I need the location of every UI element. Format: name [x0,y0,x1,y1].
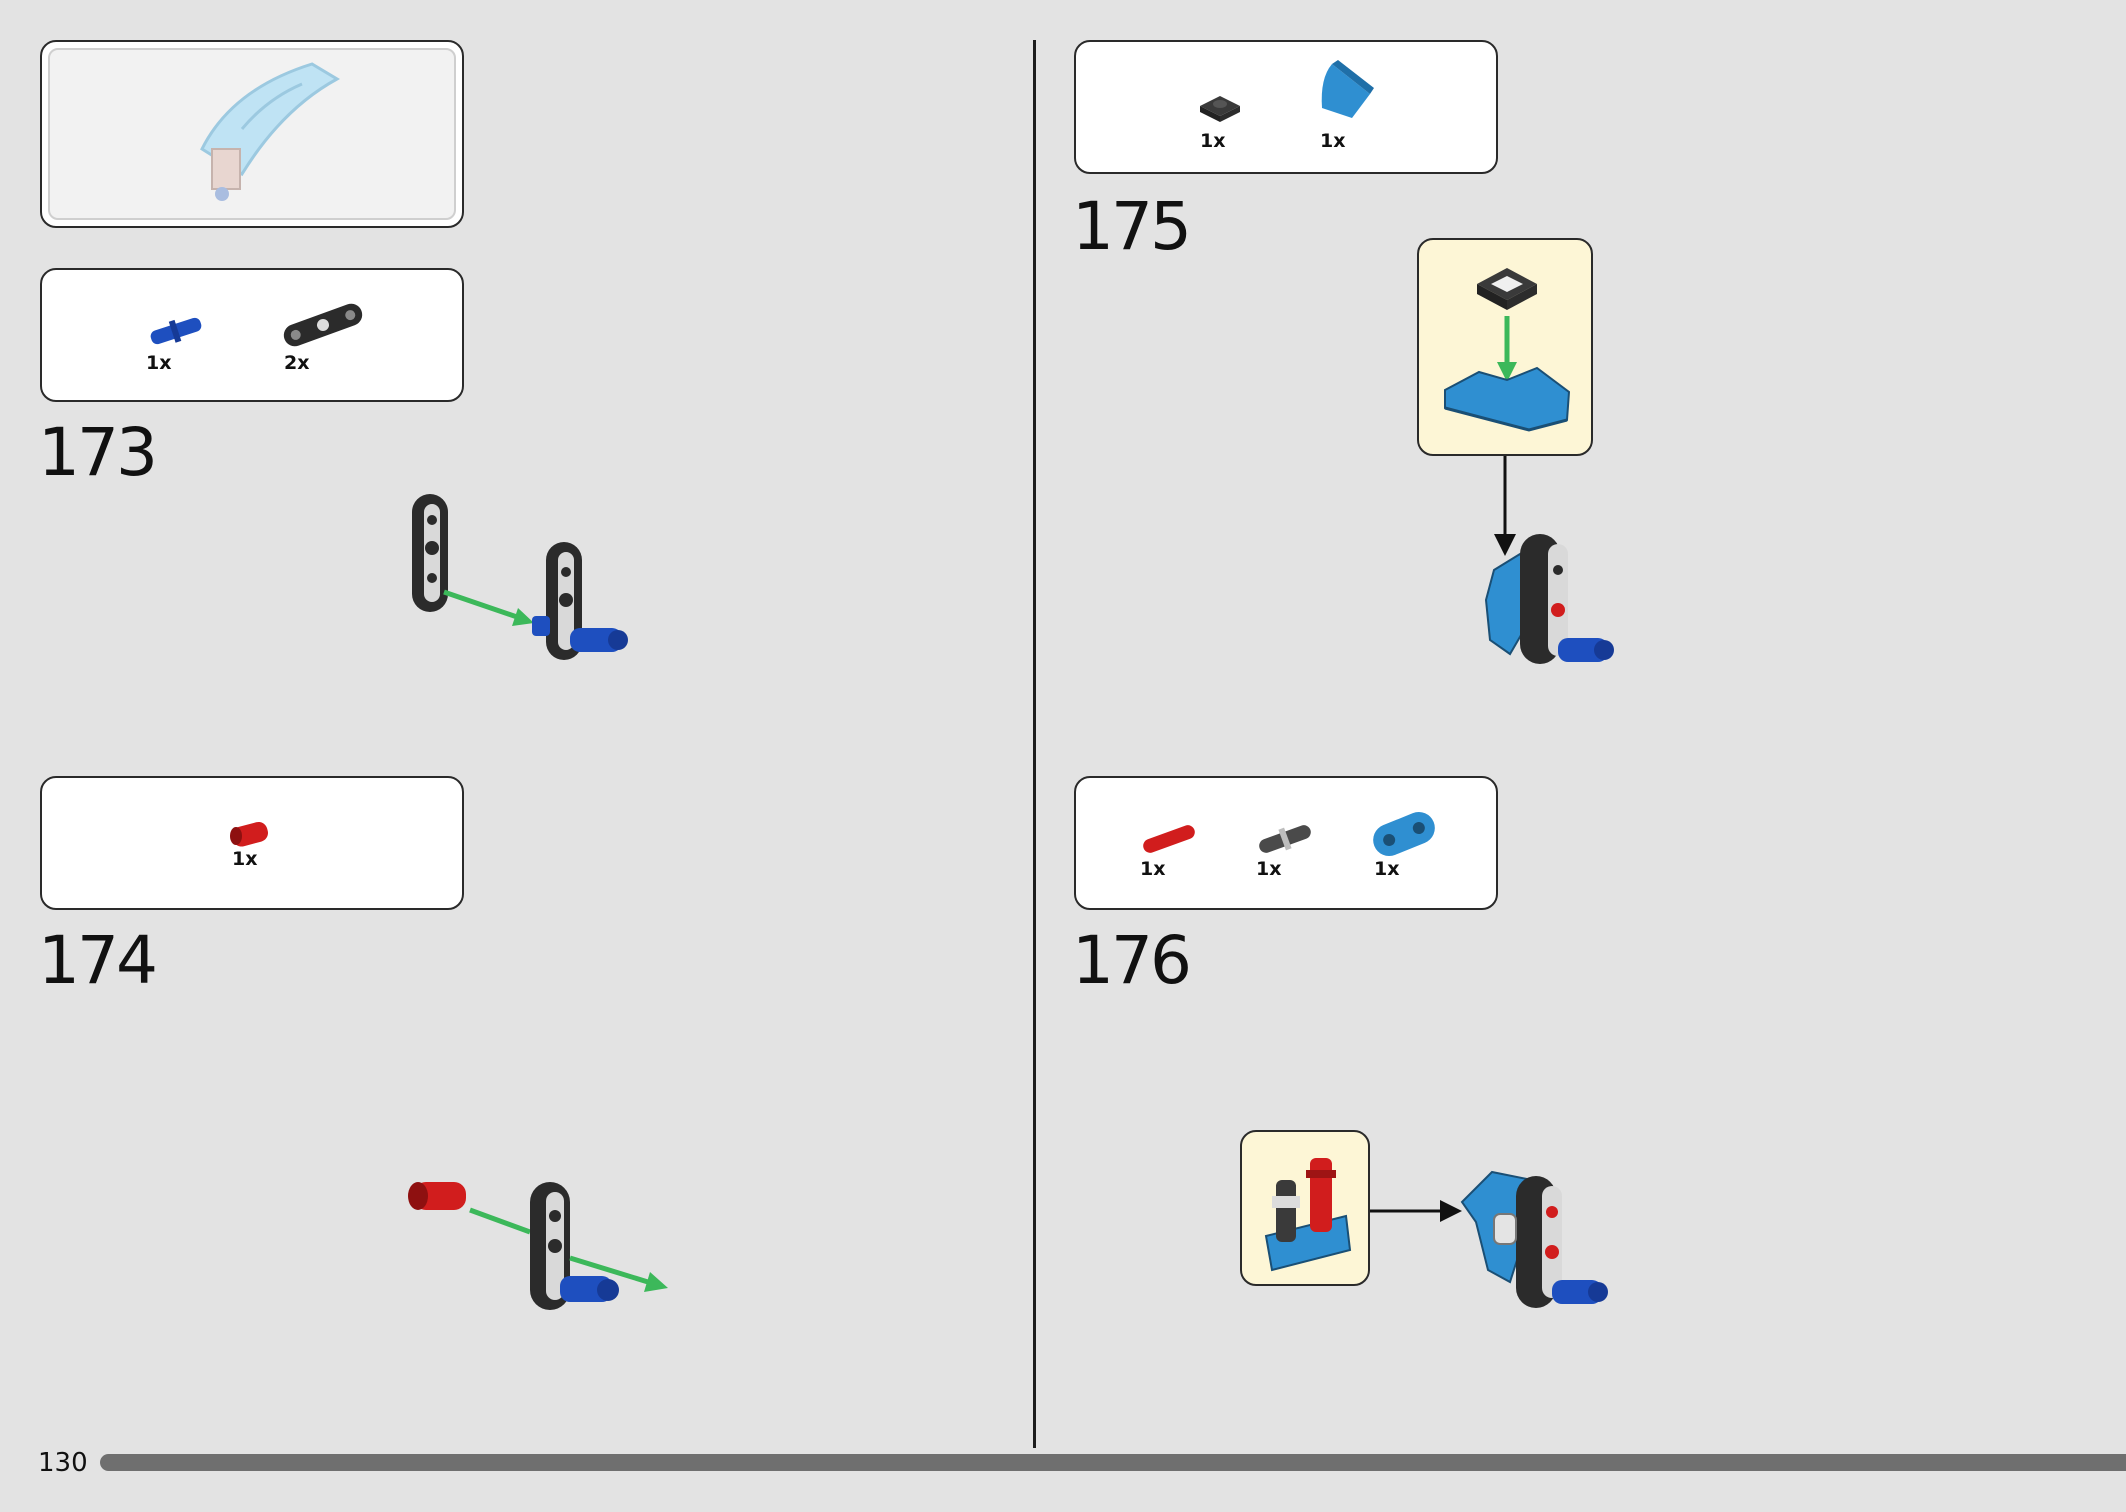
step-173-build-illustration [412,494,628,660]
step-175-build-illustration [1484,534,1614,664]
parts-list-step-176: 1x 1x 1x [1074,776,1498,910]
blue-axle-pin-icon [150,317,202,345]
part-quantity: 1x [232,848,258,870]
dark-gray-tile-icon [1200,96,1240,122]
black-thin-beam-icon [283,303,363,347]
callout-pointer-arrow [1494,456,1516,556]
tile-onto-slope-illustration [1444,268,1571,432]
part-quantity: 1x [1140,858,1166,880]
ghost-submodel-image [200,62,341,201]
subassembly-callout [1417,238,1593,456]
part-quantity: 1x [1256,858,1282,880]
step-number: 174 [38,922,158,999]
red-axle-connector-icon [230,821,268,847]
page-divider [1033,40,1036,1448]
parts-list-step-175: 1x 1x [1074,40,1498,174]
progress-bar [100,1454,2126,1471]
blue-beam-icon [1373,812,1435,856]
part-quantity: 2x [284,352,310,374]
black-beam-assembly [530,1182,619,1310]
step-176-build-illustration [1460,1170,1608,1308]
part-quantity: 1x [1374,858,1400,880]
axle-pin-in-beam-illustration [1264,1158,1352,1272]
part-quantity: 1x [146,352,172,374]
step-174-build-illustration [408,1182,668,1310]
subassembly-callout [1240,1130,1370,1286]
black-beam-incoming [412,494,448,612]
step-number: 176 [1072,922,1192,999]
parts-list-step-173: 1x 2x [40,268,464,402]
red-connector-incoming [408,1182,466,1210]
part-quantity: 1x [1200,130,1226,152]
part-quantity: 1x [1320,130,1346,152]
step-number: 175 [1072,188,1192,265]
black-beam-with-pin [532,542,628,660]
callout-pointer-arrow [1370,1200,1462,1222]
page-number: 130 [38,1448,88,1478]
parts-list-step-174: 1x [40,776,464,910]
step-number: 173 [38,414,158,491]
red-axle-icon [1143,825,1195,853]
blue-curved-slope-icon [1321,60,1374,118]
submodel-reference-panel [40,40,464,228]
gray-pin-icon [1259,825,1311,853]
